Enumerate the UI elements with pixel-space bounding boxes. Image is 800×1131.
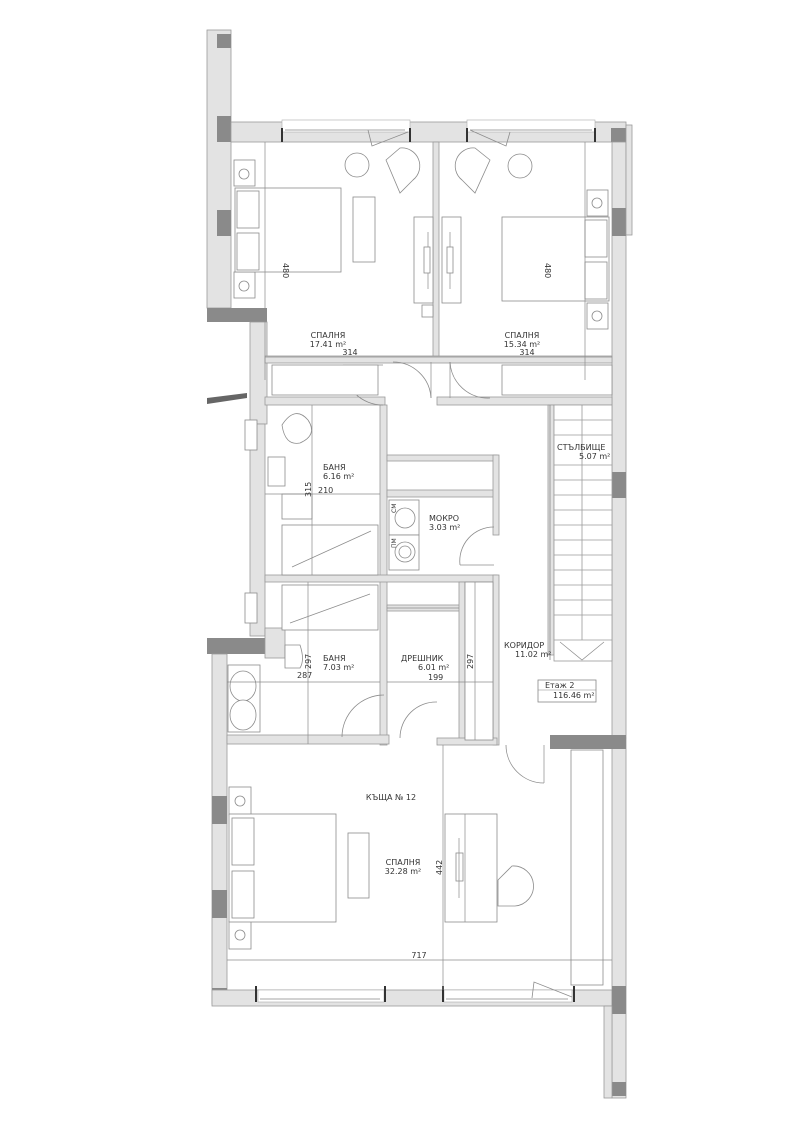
staircase <box>549 404 613 662</box>
room-area: 15.34 m² <box>503 340 541 349</box>
room-area: 32.28 m² <box>384 867 422 876</box>
room-area: 7.03 m² <box>323 663 355 672</box>
dryer-label: СМ <box>391 503 398 513</box>
house-label: КЪЩА № 12 <box>365 793 417 802</box>
room-name: КОРИДОР <box>504 641 545 650</box>
dim-master-depth: 442 <box>435 859 444 875</box>
dim-bedroom1-depth: 480 <box>281 263 290 279</box>
washer-label: ПМ <box>391 538 398 548</box>
furniture <box>227 147 613 986</box>
dim-bath2-width: 287 <box>297 671 313 680</box>
dim-wardrobe-width: 199 <box>428 673 444 682</box>
room-area: 5.07 m² <box>579 452 611 461</box>
room-area: 11.02 m² <box>515 650 552 659</box>
dim-wardrobe-depth: 297 <box>466 653 475 669</box>
dimension-lines <box>227 142 612 990</box>
dim-master-width: 717 <box>411 951 427 960</box>
room-area: 3.03 m² <box>429 523 461 532</box>
dim-bath1-width: 210 <box>318 486 334 495</box>
dim-bedroom2-depth: 480 <box>543 263 552 279</box>
room-name: ДРЕШНИК <box>401 654 444 663</box>
dim-bedroom2-width: 314 <box>519 348 535 357</box>
room-area: 17.41 m² <box>309 340 347 349</box>
room-name: БАНЯ <box>323 654 346 663</box>
dim-bedroom1-width: 314 <box>342 348 358 357</box>
room-name: СПАЛНЯ <box>504 331 540 340</box>
dim-bath2-depth: 297 <box>304 653 313 669</box>
floor-total-area: 116.46 m² <box>553 691 595 700</box>
room-name: СПАЛНЯ <box>310 331 346 340</box>
room-name: МОКРО <box>429 514 459 523</box>
exterior-walls <box>206 29 633 1099</box>
room-name: БАНЯ <box>323 463 346 472</box>
floor-name: Етаж 2 <box>545 681 575 690</box>
room-area: 6.16 m² <box>323 472 355 481</box>
dim-bath1-depth: 315 <box>304 481 313 497</box>
floor-area-box <box>537 679 597 703</box>
room-name: СПАЛНЯ <box>385 858 421 867</box>
room-name: СТЪЛБИЩЕ <box>557 443 606 452</box>
room-area: 6.01 m² <box>418 663 450 672</box>
